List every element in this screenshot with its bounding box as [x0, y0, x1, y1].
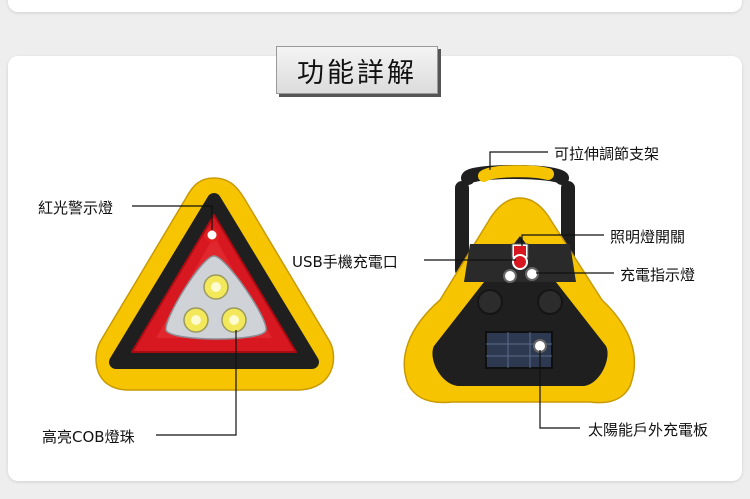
- callout-solar-panel: 太陽能戶外充電板: [588, 421, 709, 439]
- callout-red-warning-light: 紅光警示燈: [38, 199, 114, 217]
- page-title: 功能詳解: [276, 46, 438, 94]
- leader-solar: [539, 350, 580, 429]
- front-view-triangle: [95, 177, 335, 391]
- usb-port: [512, 254, 528, 270]
- leader-stand: [489, 151, 548, 170]
- leader-cob: [156, 330, 237, 436]
- callout-light-switch: 照明燈開關: [610, 228, 686, 246]
- top-card: [8, 0, 742, 12]
- red-led: [204, 227, 220, 243]
- indicator-left: [503, 269, 517, 283]
- solar-panel: [485, 331, 553, 369]
- callout-usb-port: USB手機充電口: [292, 253, 398, 271]
- callout-high-bright-cob: 高亮COB燈珠: [42, 428, 135, 446]
- callout-adjustable-stand: 可拉伸調節支架: [554, 145, 660, 163]
- feature-card: [8, 56, 742, 481]
- leader-lines: [132, 151, 614, 436]
- leader-red-light: [132, 205, 213, 230]
- callout-charge-indicator: 充電指示燈: [620, 266, 696, 284]
- back-view-triangle: [403, 165, 636, 404]
- leader-switch: [521, 234, 604, 246]
- charge-indicator: [525, 267, 539, 281]
